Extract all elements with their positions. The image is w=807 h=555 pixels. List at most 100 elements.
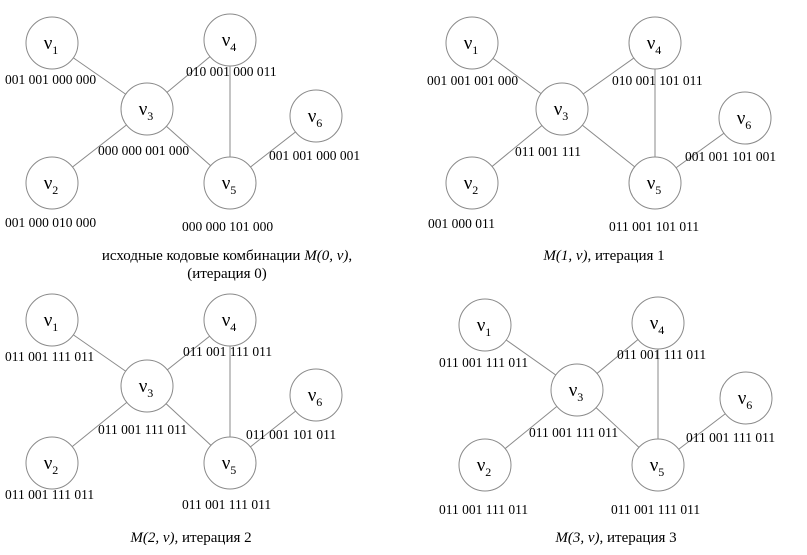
node-label: ν5 <box>222 453 237 477</box>
node-v4: ν4 <box>203 13 257 67</box>
caption-line: M(1, ν), итерация 1 <box>542 248 664 264</box>
code-v2: 011 001 111 011 <box>439 502 528 517</box>
node-label: ν6 <box>738 388 753 412</box>
code-v1: 011 001 111 011 <box>5 349 94 364</box>
node-v2: ν2 <box>445 156 499 210</box>
node-circle <box>628 16 682 70</box>
node-label: ν3 <box>554 99 569 123</box>
node-v6: ν6 <box>719 371 773 425</box>
code-v3: 011 001 111 011 <box>98 422 187 437</box>
code-v6: 001 001 000 001 <box>269 148 360 163</box>
code-v1: 011 001 111 011 <box>439 355 528 370</box>
caption-line: (итерация 0) <box>187 266 267 282</box>
node-circle <box>289 368 343 422</box>
node-v5: ν5 <box>631 438 685 492</box>
node-label: ν5 <box>647 173 662 197</box>
code-v1: 001 001 001 000 <box>427 73 518 88</box>
node-circle <box>445 16 499 70</box>
code-v2: 011 001 111 011 <box>5 487 94 502</box>
node-v2: ν2 <box>25 156 79 210</box>
node-label: ν1 <box>464 33 479 57</box>
node-label: ν4 <box>647 33 662 57</box>
node-v1: ν1 <box>458 298 512 352</box>
node-label: ν2 <box>477 455 492 479</box>
node-v5: ν5 <box>203 156 257 210</box>
code-v6: 011 001 111 011 <box>686 430 775 445</box>
node-label: ν6 <box>308 385 323 409</box>
node-v4: ν4 <box>203 293 257 347</box>
node-circle <box>25 16 79 70</box>
node-v2: ν2 <box>25 436 79 490</box>
node-label: ν3 <box>139 376 154 400</box>
node-label: ν6 <box>308 106 323 130</box>
code-v5: 011 001 111 011 <box>611 502 700 517</box>
node-circle <box>289 89 343 143</box>
node-circle <box>203 156 257 210</box>
code-v6: 011 001 101 011 <box>246 427 336 442</box>
node-label: ν5 <box>650 455 665 479</box>
code-v4: 010 001 101 011 <box>612 73 703 88</box>
node-label: ν2 <box>44 173 59 197</box>
node-circle <box>458 298 512 352</box>
node-circle <box>120 359 174 413</box>
node-label: ν4 <box>650 313 665 337</box>
node-circle <box>631 296 685 350</box>
code-v3: 011 001 111 011 <box>529 425 618 440</box>
node-label: ν1 <box>477 315 492 339</box>
node-v4: ν4 <box>631 296 685 350</box>
node-label: ν1 <box>44 310 59 334</box>
caption-line: M(3, ν), итерация 3 <box>554 530 676 546</box>
code-v2: 001 000 010 000 <box>5 215 96 230</box>
node-v5: ν5 <box>628 156 682 210</box>
node-v3: ν3 <box>120 359 174 413</box>
iteration-panel-2: ν1 ν2 ν3 ν4 ν5 ν6 011 001 111 011 011 001 111 0… <box>5 293 343 546</box>
code-v5: 011 001 111 011 <box>182 497 271 512</box>
node-circle <box>631 438 685 492</box>
node-label: ν4 <box>222 30 237 54</box>
node-label: ν2 <box>44 453 59 477</box>
node-circle <box>719 371 773 425</box>
node-v6: ν6 <box>718 91 772 145</box>
node-circle <box>203 436 257 490</box>
node-label: ν1 <box>44 33 59 57</box>
node-v1: ν1 <box>25 293 79 347</box>
node-v4: ν4 <box>628 16 682 70</box>
node-circle <box>445 156 499 210</box>
iteration-panel-1: ν1 ν2 ν3 ν4 ν5 ν6 001 001 001 000 001 000 011 01… <box>427 16 776 264</box>
caption-line: исходные кодовые комбинации M(0, ν), <box>102 248 352 264</box>
node-circle <box>25 293 79 347</box>
iteration-panel-0: ν1 ν2 ν3 ν4 ν5 ν6 001 001 000 000 001 000 010 0… <box>5 13 360 282</box>
node-circle <box>25 436 79 490</box>
caption-line: M(2, ν), итерация 2 <box>129 530 251 546</box>
node-circle <box>203 293 257 347</box>
code-v5: 011 001 101 011 <box>609 219 699 234</box>
node-label: ν3 <box>139 99 154 123</box>
node-v6: ν6 <box>289 89 343 143</box>
code-v4: 011 001 111 011 <box>183 344 272 359</box>
node-circle <box>458 438 512 492</box>
code-v2: 001 000 011 <box>428 216 495 231</box>
node-label: ν6 <box>737 108 752 132</box>
code-v1: 001 001 000 000 <box>5 72 96 87</box>
code-v6: 001 001 101 001 <box>685 149 776 164</box>
node-label: ν2 <box>464 173 479 197</box>
node-circle <box>718 91 772 145</box>
code-v4: 010 001 000 011 <box>186 64 277 79</box>
code-v5: 000 000 101 000 <box>182 219 273 234</box>
node-circle <box>203 13 257 67</box>
code-v3: 011 001 111 <box>515 144 581 159</box>
node-circle <box>25 156 79 210</box>
node-v3: ν3 <box>535 82 589 136</box>
node-label: ν5 <box>222 173 237 197</box>
code-v3: 000 000 001 000 <box>98 143 189 158</box>
node-v6: ν6 <box>289 368 343 422</box>
node-v1: ν1 <box>445 16 499 70</box>
node-circle <box>628 156 682 210</box>
node-circle <box>120 82 174 136</box>
node-v2: ν2 <box>458 438 512 492</box>
code-v4: 011 001 111 011 <box>617 347 706 362</box>
node-label: ν4 <box>222 310 237 334</box>
node-v3: ν3 <box>120 82 174 136</box>
